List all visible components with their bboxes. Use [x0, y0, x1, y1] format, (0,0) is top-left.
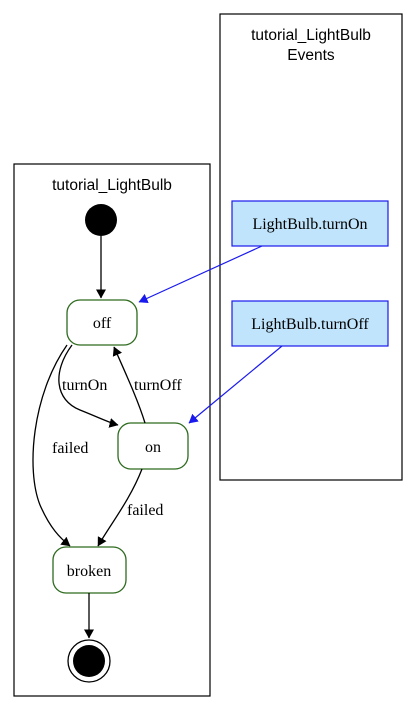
edge-label-failed-off: failed — [52, 440, 88, 457]
machine-cluster: tutorial_LightBulb off on broken turnOn … — [13, 163, 211, 697]
state-node-on-box — [117, 422, 189, 470]
state-label-on: on — [145, 439, 161, 456]
initial-state-dot — [85, 204, 117, 236]
edge-on-to-off — [112, 346, 146, 424]
state-label-broken: broken — [67, 563, 111, 580]
event-node-turnoff[interactable]: LightBulb.turnOff — [231, 300, 389, 347]
edge-on-to-broken — [97, 468, 143, 547]
edge-turnoff-event-to-on — [188, 345, 283, 424]
final-state — [67, 639, 111, 683]
edge-off-to-on — [58, 344, 119, 428]
edge-label-turnon: turnOn — [62, 377, 107, 394]
final-state-dot — [73, 645, 105, 677]
machine-cluster-title: tutorial_LightBulb — [52, 177, 172, 194]
state-node-broken[interactable]: broken — [52, 546, 127, 594]
state-node-on[interactable]: on — [117, 422, 189, 470]
machine-cluster-frame — [13, 163, 211, 697]
state-node-off-box — [66, 299, 138, 346]
event-label-turnoff: LightBulb.turnOff — [251, 316, 369, 333]
event-node-turnon-box — [231, 200, 389, 247]
state-node-off[interactable]: off — [66, 299, 138, 346]
edge-label-failed-on: failed — [127, 502, 163, 519]
event-node-turnon[interactable]: LightBulb.turnOn — [231, 200, 389, 247]
event-label-turnon: LightBulb.turnOn — [252, 216, 367, 233]
edge-off-to-broken — [32, 344, 71, 547]
events-cluster-title-line1: tutorial_LightBulb — [251, 27, 371, 44]
edge-turnon-event-to-off — [138, 245, 263, 304]
events-cluster-frame — [219, 13, 403, 481]
events-cluster: tutorial_LightBulb Events LightBulb.turn… — [219, 13, 403, 481]
state-label-off: off — [93, 315, 112, 332]
events-cluster-title-line2: Events — [287, 47, 335, 64]
event-node-turnoff-box — [231, 300, 389, 347]
edge-label-turnoff: turnOff — [134, 377, 182, 394]
